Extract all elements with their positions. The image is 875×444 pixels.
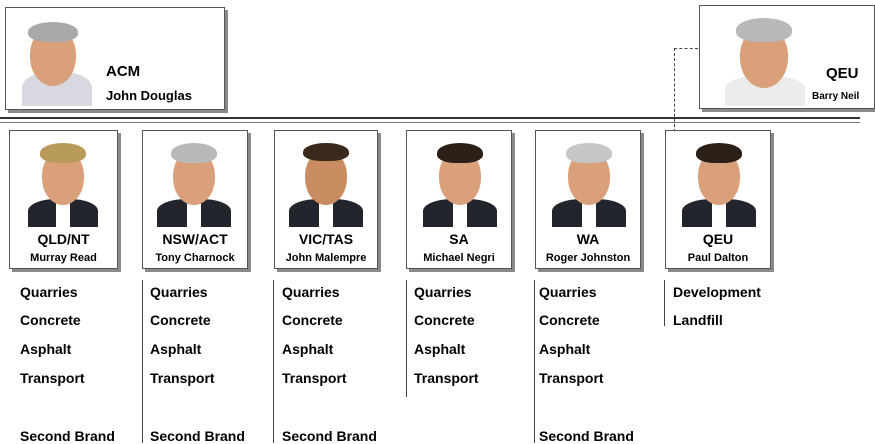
card-code: QEU [702,231,734,247]
list-item: Asphalt [539,341,591,357]
card-code: WA [576,231,600,247]
list-item: Asphalt [414,341,466,357]
list-item-second-brand: Second Brand [539,428,634,444]
column-divider [534,280,535,443]
card-code: QLD/NT [37,231,90,247]
list-item: Quarries [282,284,340,300]
card-code: NSW/ACT [162,231,228,247]
manager-card-nsw-act: NSW/ACT Tony Charnock [142,130,248,269]
acm-box: ACM John Douglas [5,7,225,110]
list-item: Transport [150,370,215,386]
card-name: Roger Johnston [545,252,631,264]
qeu-top-code: QEU [826,65,859,82]
list-item: Asphalt [20,341,72,357]
john-malempre-photo [285,137,367,227]
main-divider [0,117,860,119]
card-name: Paul Dalton [687,252,749,264]
qeu-top-box: QEU Barry Neil [699,5,875,109]
card-name: Murray Read [30,252,97,264]
roger-johnston-photo [548,137,630,227]
list-item: Transport [539,370,604,386]
list-item: Concrete [282,312,343,328]
manager-card-qeu: QEU Paul Dalton [665,130,771,269]
card-name: Tony Charnock [155,252,235,264]
column-divider [142,280,143,443]
list-item: Quarries [414,284,472,300]
list-item: Transport [282,370,347,386]
manager-card-wa: WA Roger Johnston [535,130,641,269]
list-item: Transport [414,370,479,386]
card-name: John Malempre [285,252,367,264]
dashed-connector-vertical [674,48,675,132]
barry-neil-photo [720,10,810,106]
list-item: Concrete [539,312,600,328]
acm-name: John Douglas [106,88,192,103]
list-item-second-brand: Second Brand [282,428,377,444]
column-divider [406,280,407,397]
card-code: SA [449,231,469,247]
list-item: Landfill [673,312,723,328]
list-item: Quarries [20,284,78,300]
manager-card-vic-tas: VIC/TAS John Malempre [274,130,378,269]
michael-negri-photo [419,137,501,227]
list-item: Quarries [150,284,208,300]
manager-card-sa: SA Michael Negri [406,130,512,269]
tony-charnock-photo [153,137,235,227]
john-douglas-photo [10,12,102,106]
list-item: Transport [20,370,85,386]
list-item: Asphalt [282,341,334,357]
list-item: Concrete [414,312,475,328]
card-code: VIC/TAS [298,231,354,247]
list-item: Concrete [150,312,211,328]
list-item: Quarries [539,284,597,300]
qeu-top-name: Barry Neil [812,91,860,102]
column-divider [664,280,665,326]
list-item-second-brand: Second Brand [150,428,245,444]
card-name: Michael Negri [423,252,495,264]
list-item-second-brand: Second Brand [20,428,115,444]
list-item: Development [673,284,761,300]
main-divider-secondary [0,122,860,123]
list-item: Concrete [20,312,81,328]
list-item: Asphalt [150,341,202,357]
manager-card-qld-nt: QLD/NT Murray Read [9,130,118,269]
paul-dalton-photo [678,137,760,227]
murray-read-photo [22,137,104,227]
column-divider [273,280,274,443]
dashed-connector [674,48,698,49]
acm-code: ACM [106,63,141,80]
